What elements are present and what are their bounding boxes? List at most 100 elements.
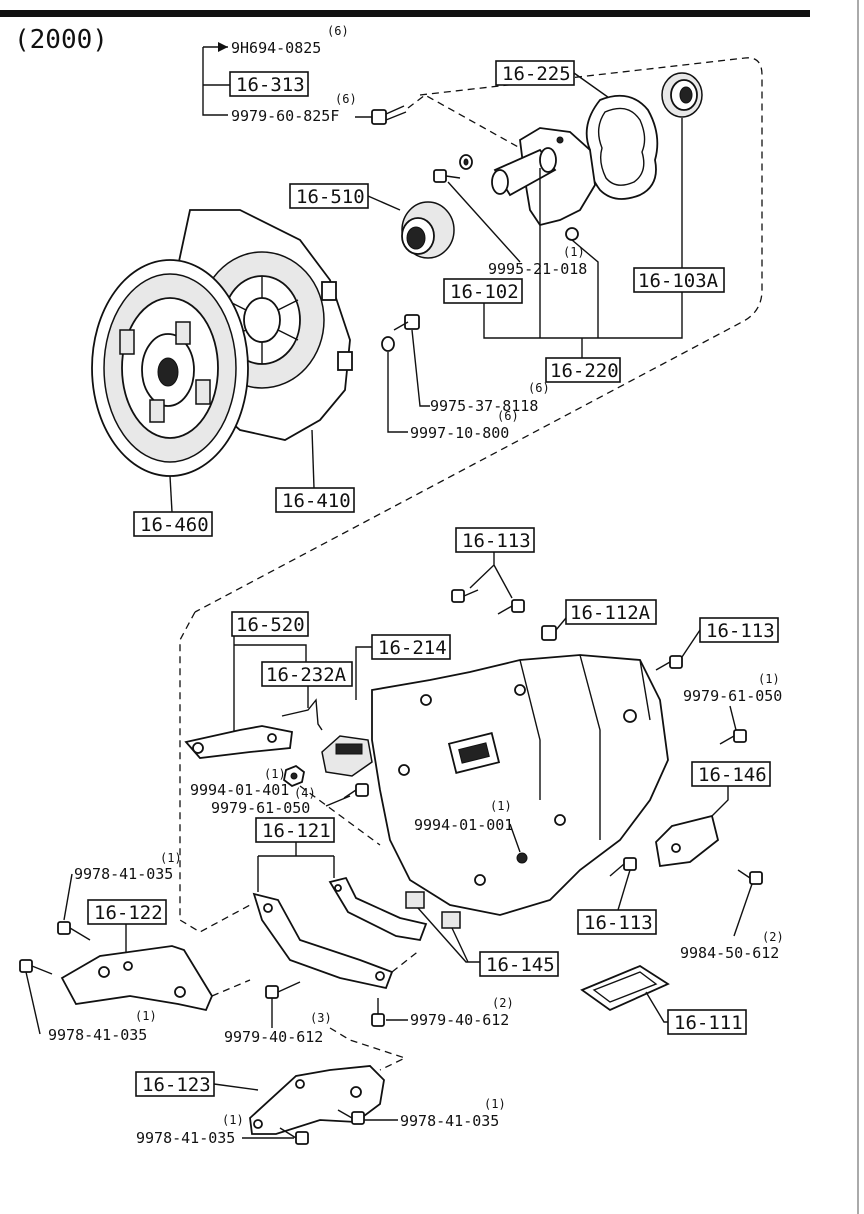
- gasket-16-225-inner: [597, 107, 646, 186]
- label-16-460[interactable]: 16-460: [140, 514, 209, 536]
- label-16-510[interactable]: 16-510: [296, 186, 365, 208]
- clutch-disc-16-460: [91, 259, 249, 477]
- label-16-145[interactable]: 16-145: [486, 954, 555, 976]
- pn-9997-10-800: 9997-10-800: [410, 424, 509, 442]
- bolt-9978-41-035-c: [337, 1109, 365, 1125]
- dash-lower-bracket: [329, 1027, 407, 1071]
- release-fork-16-520: [184, 725, 293, 759]
- label-16-112a[interactable]: 16-112A: [570, 602, 651, 624]
- label-16-113-right[interactable]: 16-113: [706, 620, 775, 642]
- label-16-113-low[interactable]: 16-113: [584, 912, 653, 934]
- bolt-9978-41-035-a: [57, 921, 91, 941]
- bolt-16-113-d: [609, 857, 637, 877]
- box-16-146: [691, 761, 771, 787]
- qty-9978-41-035-a: (1): [160, 851, 182, 865]
- qty-9979-60-825f: (6): [335, 92, 357, 106]
- qty-9978-41-035-c: (1): [484, 1097, 506, 1111]
- pn-9979-40-612-a: 9979-40-612: [224, 1028, 323, 1046]
- qty-9978-41-035-d: (1): [222, 1113, 244, 1127]
- box-16-460: [133, 511, 213, 537]
- leader-16-460: [169, 475, 173, 513]
- qty-9979-61-050-r: (1): [758, 672, 780, 686]
- label-16-123[interactable]: 16-123: [142, 1074, 211, 1096]
- pn-9979-60-825f: 9979-60-825F: [231, 107, 339, 125]
- bolt-9979-40-612-b: [371, 998, 385, 1027]
- pn-9979-61-050-r: 9979-61-050: [683, 687, 782, 705]
- cover-16-146: [655, 814, 720, 868]
- box-16-220: [545, 357, 621, 383]
- plug-16-112a: [541, 617, 567, 641]
- leader-16-113-low: [617, 869, 631, 911]
- leader-16-123: [213, 1083, 259, 1091]
- arrow-9h694: [218, 42, 228, 52]
- box-16-113-low: [577, 909, 657, 935]
- pn-9975-37-8118: 9975-37-8118: [430, 397, 538, 415]
- label-16-111[interactable]: 16-111: [674, 1012, 743, 1034]
- washer-9997-10-800: [381, 336, 395, 352]
- dash-bolt-to-housing: [407, 94, 521, 149]
- top-border-bar: [0, 10, 810, 17]
- leader-9984-50-612: [733, 883, 753, 937]
- oil-seal-16-103a: [661, 72, 703, 118]
- leader-9979-61-050-r: [729, 705, 737, 731]
- bracket-16-121-a: [252, 892, 394, 990]
- label-16-122[interactable]: 16-122: [94, 902, 163, 924]
- pn-9978-41-035-c: 9978-41-035: [400, 1112, 499, 1130]
- label-16-103a[interactable]: 16-103A: [638, 270, 719, 292]
- leader-16-225: [573, 72, 613, 101]
- transmission-case: [371, 654, 669, 916]
- label-16-214[interactable]: 16-214: [378, 637, 447, 659]
- switch-16-214: [321, 735, 373, 777]
- box-16-103a: [633, 267, 725, 293]
- label-16-232a[interactable]: 16-232A: [266, 664, 347, 686]
- bolt-9979-60-825f: [371, 105, 407, 125]
- bracket-16-220: [483, 168, 683, 358]
- leader-9995-21-018: [447, 181, 521, 263]
- bolt-16-113-a: [451, 589, 479, 603]
- dash-fork-to-case: [299, 785, 381, 846]
- pad-16-145-a: [405, 891, 425, 909]
- box-16-123: [135, 1071, 215, 1097]
- leader-16-113-right: [679, 629, 701, 661]
- leader-9979-61-050-l: [325, 795, 351, 807]
- upper-group-dashed-outline: [194, 57, 763, 613]
- box-16-225: [495, 60, 575, 86]
- label-16-102[interactable]: 16-102: [450, 281, 519, 303]
- label-16-520[interactable]: 16-520: [236, 614, 305, 636]
- leader-16-214: [355, 646, 372, 700]
- bolt-16-113-b: [497, 599, 525, 615]
- leader-9975-37-8118: [411, 329, 430, 407]
- label-16-113-top[interactable]: 16-113: [462, 530, 531, 552]
- bolt-9978-41-035-b: [19, 959, 53, 975]
- box-16-232a: [261, 661, 353, 687]
- bearing-guide-housing: [491, 127, 596, 241]
- bolt-9984-50-612: [737, 869, 763, 885]
- cover-plate-16-111: [580, 964, 670, 1012]
- box-16-145: [479, 951, 559, 977]
- box-16-313: [229, 71, 309, 97]
- qty-9995-21-018: (1): [563, 245, 585, 259]
- bolt-9995-21-018: [433, 169, 461, 183]
- release-bearing-16-510: [401, 201, 455, 259]
- label-16-220[interactable]: 16-220: [550, 360, 619, 382]
- qty-a-9994-01-401: (1): [264, 767, 286, 781]
- qty-9h694: (6): [327, 24, 349, 38]
- box-16-112a: [565, 599, 657, 625]
- box-16-113-top: [455, 527, 535, 553]
- pn-9h694-0825: 9H694-0825: [231, 39, 321, 57]
- bracket-16-520: [233, 636, 307, 735]
- leader-16-111: [645, 991, 668, 1023]
- bracket-16-122: [60, 945, 214, 1012]
- label-16-313[interactable]: 16-313: [236, 74, 305, 96]
- qty-9978-41-035-b: (1): [135, 1009, 157, 1023]
- label-16-410[interactable]: 16-410: [282, 490, 351, 512]
- pn-9978-41-035-a: 9978-41-035: [74, 865, 173, 883]
- callout-16-313-tree: [202, 46, 230, 116]
- qty-9979-40-612-a: (3): [310, 1011, 332, 1025]
- bolt-16-113-c: [655, 655, 683, 671]
- label-16-146[interactable]: 16-146: [698, 764, 767, 786]
- label-16-121[interactable]: 16-121: [262, 820, 331, 842]
- lower-group-dashed-outline: [179, 611, 251, 933]
- leader-16-510: [367, 195, 401, 211]
- label-16-225[interactable]: 16-225: [502, 63, 571, 85]
